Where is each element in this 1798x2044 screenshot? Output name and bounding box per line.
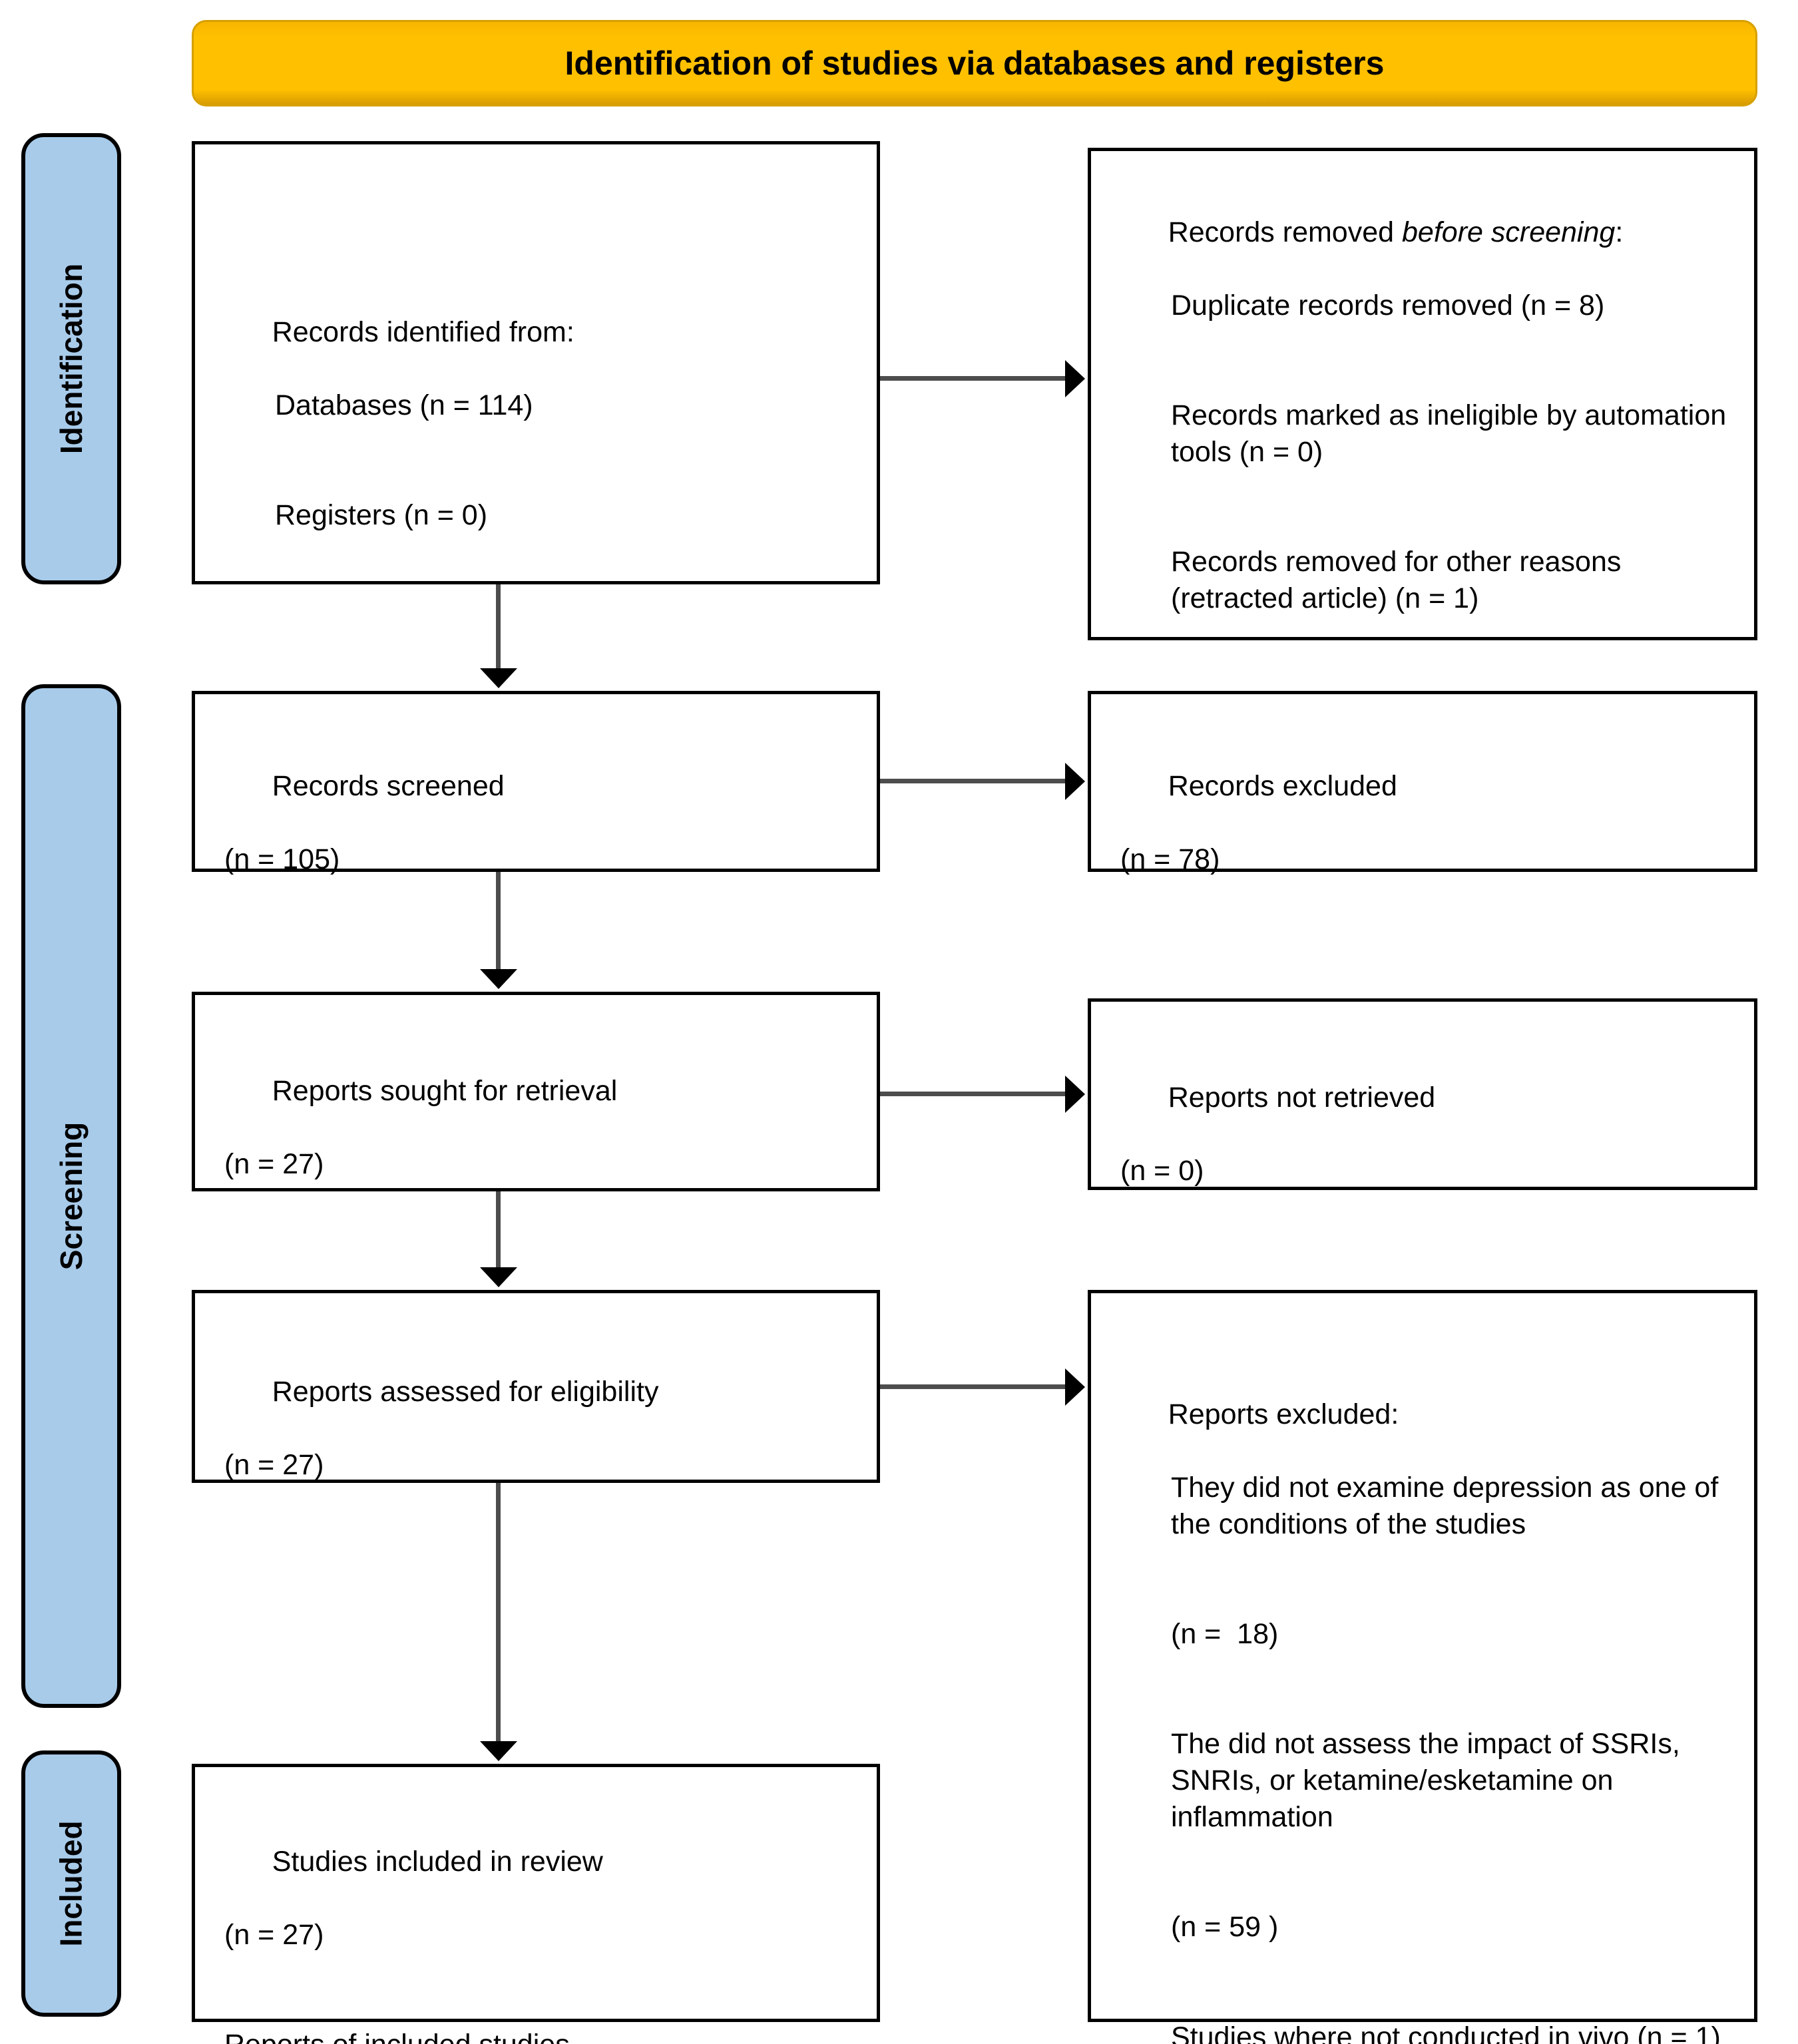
reports-not-retrieved-label: Reports not retrieved <box>1168 1082 1436 1114</box>
records-removed-heading-emphasis: before screening <box>1402 216 1616 249</box>
records-identified-databases: Databases (n = 114) <box>275 389 533 422</box>
box-records-removed-text: Records removed before screening: Duplic… <box>1120 178 1737 690</box>
records-screened-label: Records screened <box>272 770 505 803</box>
reports-sought-count: (n = 27) <box>224 1148 324 1181</box>
box-records-excluded-text: Records excluded (n = 78) <box>1120 731 1737 951</box>
reports-excluded-heading: Reports excluded: <box>1168 1398 1399 1431</box>
studies-included-count: (n = 27) <box>224 1919 324 1951</box>
records-excluded-label: Records excluded <box>1168 770 1397 803</box>
box-records-screened: Records screened (n = 105) <box>192 691 880 875</box>
box-records-identified: Records identified from: Databases (n = … <box>192 141 880 584</box>
box-reports-not-retrieved-text: Reports not retrieved (n = 0) <box>1120 1043 1737 1263</box>
records-removed-heading-pre: Records removed <box>1168 216 1402 249</box>
box-records-removed-before-screening: Records removed before screening: Duplic… <box>1088 148 1757 640</box>
reports-sought-label: Reports sought for retrieval <box>272 1075 618 1108</box>
records-excluded-count: (n = 78) <box>1120 843 1220 876</box>
reports-excluded-reason-2-count: (n = 59 ) <box>1171 1911 1279 1943</box>
stage-rail-identification: Identification <box>21 133 121 584</box>
records-removed-other-reasons: Records removed for other reasons (retra… <box>1171 546 1630 615</box>
box-records-excluded: Records excluded (n = 78) <box>1088 691 1757 875</box>
arrow-assessed-to-included <box>496 1483 501 1744</box>
box-records-screened-text: Records screened (n = 105) <box>224 731 859 951</box>
box-reports-assessed-for-eligibility: Reports assessed for eligibility (n = 27… <box>192 1290 880 1483</box>
records-removed-ineligible-automation: Records marked as ineligible by automati… <box>1171 399 1735 469</box>
reports-assessed-label: Reports assessed for eligibility <box>272 1376 659 1408</box>
arrow-sought-to-assessed <box>496 1191 501 1270</box>
box-reports-excluded-text: Reports excluded: They did not examine d… <box>1120 1360 1737 2044</box>
records-identified-registers: Registers (n = 0) <box>275 499 488 532</box>
records-screened-count: (n = 105) <box>224 843 340 876</box>
box-reports-sought-for-retrieval: Reports sought for retrieval (n = 27) <box>192 992 880 1191</box>
stage-label-identification: Identification <box>54 263 89 455</box>
stage-label-included: Included <box>54 1820 89 1947</box>
box-reports-excluded: Reports excluded: They did not examine d… <box>1088 1290 1757 2044</box>
arrow-screened-to-sought <box>496 872 501 972</box>
reports-excluded-reason-1-count: (n = 18) <box>1171 1618 1279 1651</box>
arrow-identified-to-screened <box>496 584 501 671</box>
arrow-assessed-to-reports-excluded <box>880 1384 1068 1389</box>
records-removed-heading-post: : <box>1615 216 1624 249</box>
records-identified-heading: Records identified from: <box>272 316 574 349</box>
diagram-title: Identification of studies via databases … <box>564 44 1385 82</box>
stage-rail-screening: Screening <box>21 684 121 1708</box>
diagram-header-banner: Identification of studies via databases … <box>192 20 1757 106</box>
studies-included-label: Studies included in review <box>272 1846 603 1878</box>
arrow-screened-to-records-excluded <box>880 779 1068 783</box>
box-reports-assessed-text: Reports assessed for eligibility (n = 27… <box>224 1337 859 1557</box>
reports-included-label: Reports of included studies <box>224 2027 859 2044</box>
reports-excluded-reason-1: They did not examine depression as one o… <box>1171 1472 1727 1541</box>
box-studies-included-text: Studies included in review (n = 27) Repo… <box>224 1807 859 2044</box>
box-reports-not-retrieved: Reports not retrieved (n = 0) <box>1088 998 1757 1190</box>
box-reports-sought-text: Reports sought for retrieval (n = 27) <box>224 1036 859 1256</box>
records-removed-duplicates: Duplicate records removed (n = 8) <box>1171 290 1605 322</box>
reports-excluded-reason-2: The did not assess the impact of SSRIs, … <box>1171 1728 1688 1834</box>
stage-rail-included: Included <box>21 1750 121 2017</box>
reports-not-retrieved-count: (n = 0) <box>1120 1155 1204 1187</box>
arrow-identified-to-removed <box>880 376 1068 381</box>
stage-label-screening: Screening <box>54 1122 89 1271</box>
arrow-sought-to-not-retrieved <box>880 1092 1068 1096</box>
box-studies-included-in-review: Studies included in review (n = 27) Repo… <box>192 1764 880 2044</box>
reports-excluded-reason-3: Studies where not conducted in vivo (n =… <box>1171 2021 1721 2044</box>
box-records-identified-text: Records identified from: Databases (n = … <box>224 278 859 607</box>
reports-assessed-count: (n = 27) <box>224 1449 324 1482</box>
